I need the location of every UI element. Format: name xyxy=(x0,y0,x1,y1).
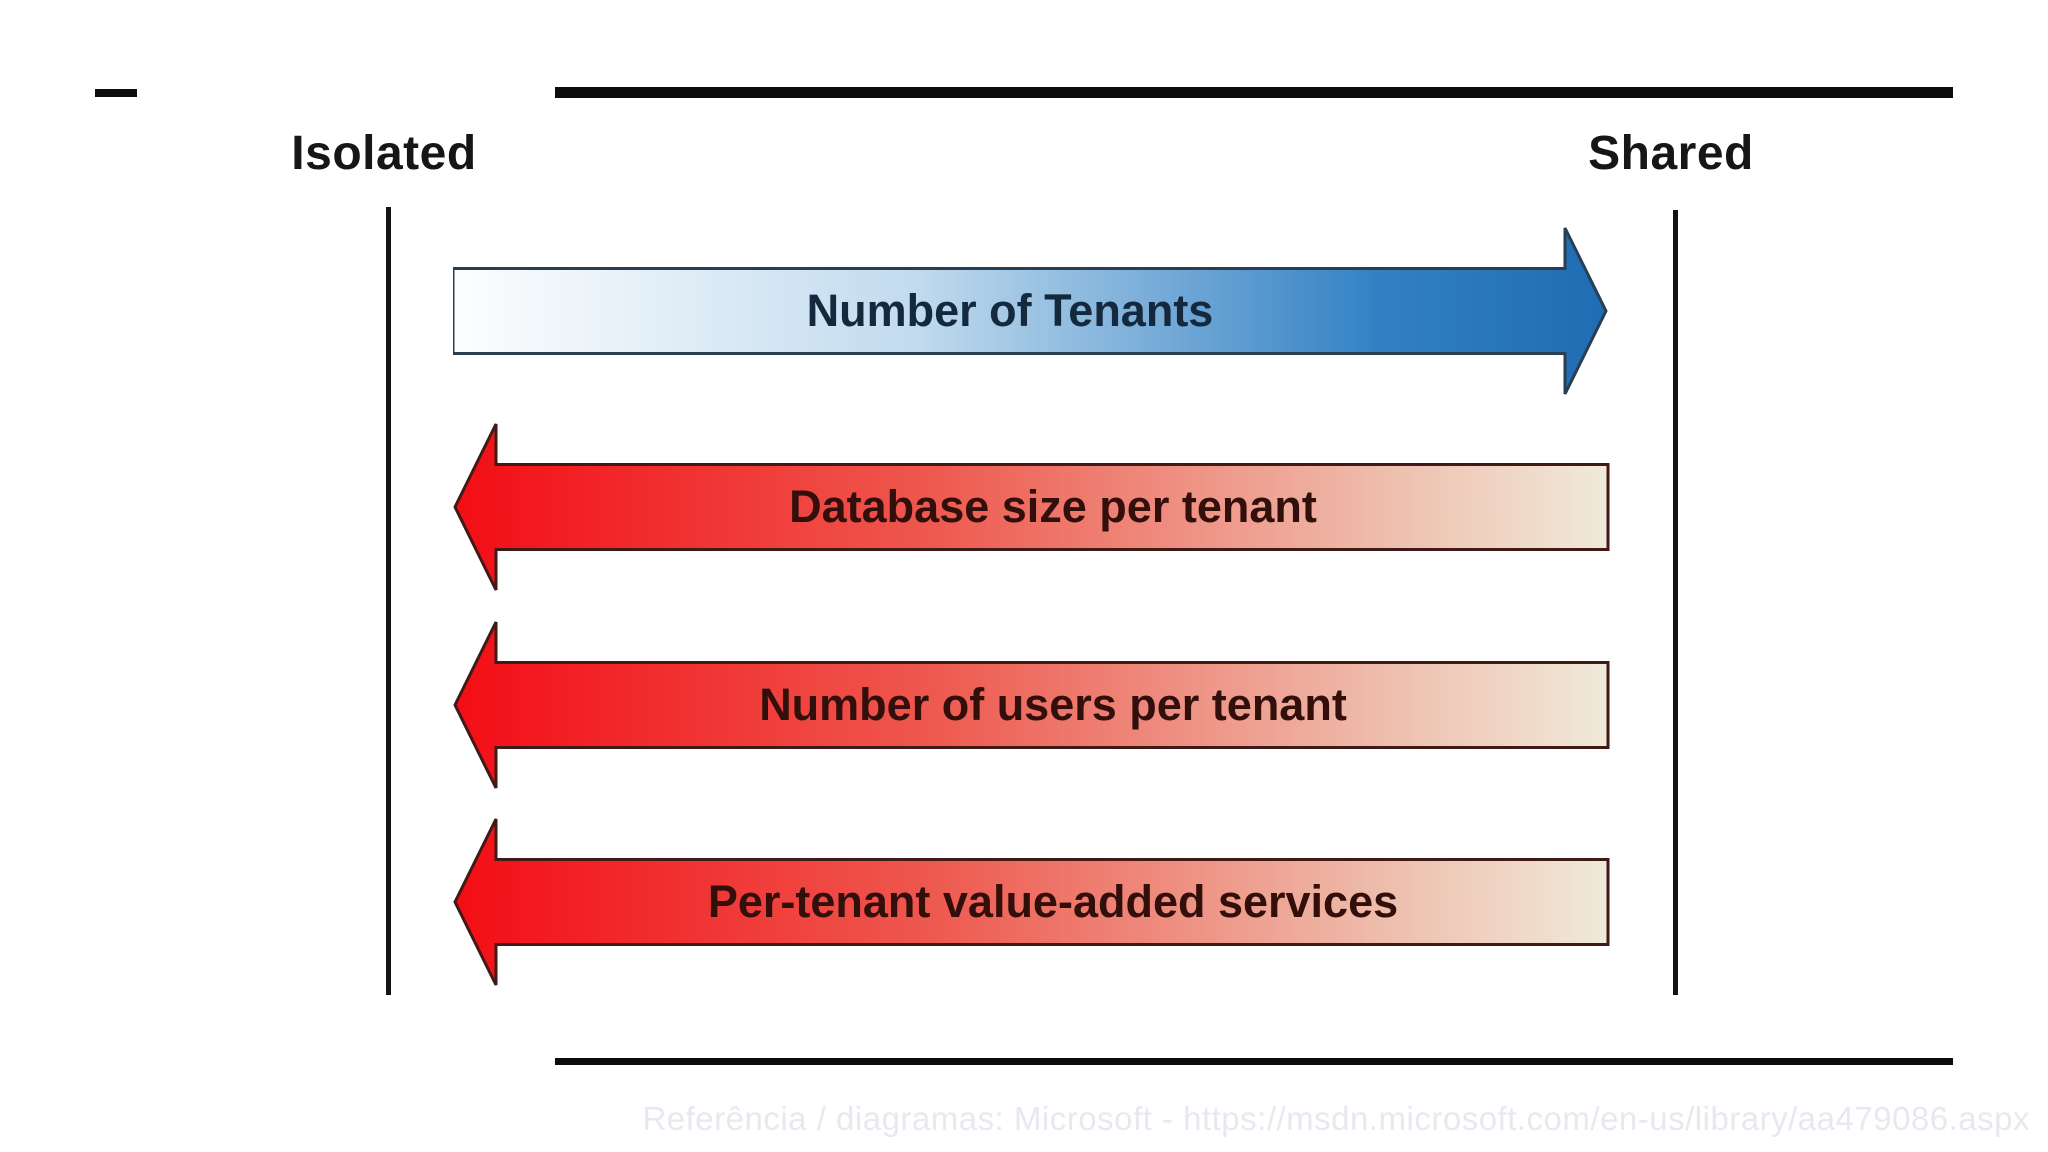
left-arrow-shape xyxy=(453,818,1610,986)
top-horizontal-rule xyxy=(555,87,1953,98)
shared-pole-label: Shared xyxy=(1588,126,1754,180)
arrow-number-of-tenants: Number of Tenants xyxy=(453,226,1608,396)
arrow-label-number-of-tenants: Number of Tenants xyxy=(806,285,1214,336)
left-arrow-shape xyxy=(453,621,1610,789)
arrow-per-tenant-value-added-services: Per-tenant value-added services xyxy=(453,817,1610,987)
arrow-label-number-of-users-per-tenant: Number of users per tenant xyxy=(759,679,1347,730)
arrow-label-database-size-per-tenant: Database size per tenant xyxy=(789,481,1317,532)
corner-dash-mark xyxy=(95,89,137,97)
arrow-database-size-per-tenant: Database size per tenant xyxy=(453,422,1610,592)
shared-axis-line xyxy=(1673,210,1678,995)
arrow-label-per-tenant-value-added-services: Per-tenant value-added services xyxy=(707,876,1399,927)
isolated-pole-label: Isolated xyxy=(291,126,477,180)
bottom-horizontal-rule xyxy=(555,1058,1953,1065)
arrow-number-of-users-per-tenant: Number of users per tenant xyxy=(453,620,1610,790)
watermark-reference-text: Referência / diagramas: Microsoft - http… xyxy=(642,1100,2030,1137)
right-arrow-shape xyxy=(453,227,1608,395)
left-arrow-shape xyxy=(453,423,1610,591)
isolated-axis-line xyxy=(386,207,391,995)
